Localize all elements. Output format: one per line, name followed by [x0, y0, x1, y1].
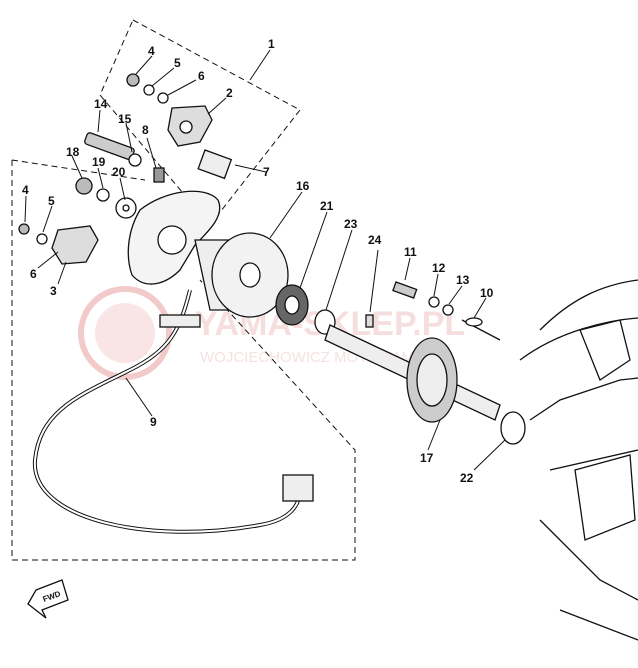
- callout-12: 12: [432, 261, 446, 275]
- small-screw-set: [392, 281, 501, 341]
- callout-21: 21: [320, 199, 334, 213]
- callout-1: 1: [268, 37, 275, 51]
- callout-2: 2: [226, 86, 233, 100]
- wire-harness: [32, 289, 314, 534]
- watermark-logo-inner: [95, 303, 155, 363]
- callout-4b: 4: [22, 183, 29, 197]
- callout-7: 7: [263, 165, 270, 179]
- callout-5b: 5: [48, 194, 55, 208]
- pickup-coil-lower: [18, 223, 99, 265]
- wire-grommet: [159, 314, 201, 328]
- callout-20: 20: [112, 165, 126, 179]
- callout-24: 24: [368, 233, 382, 247]
- callout-5a: 5: [174, 56, 181, 70]
- callout-15: 15: [118, 112, 132, 126]
- callout-11: 11: [404, 245, 417, 259]
- sub-assembly-box-2: [11, 159, 356, 561]
- leader-lines: [24, 49, 506, 471]
- callout-14: 14: [94, 97, 108, 111]
- plate-hole: [157, 225, 187, 255]
- screw-washers-top: [126, 73, 169, 104]
- callout-3: 3: [50, 284, 57, 298]
- callout-6b: 6: [30, 267, 37, 281]
- callout-10: 10: [480, 286, 494, 300]
- brush-block: [197, 149, 233, 180]
- callout-19: 19: [92, 155, 106, 169]
- wire-connector: [282, 474, 314, 502]
- callout-13: 13: [456, 273, 470, 287]
- callout-17: 17: [420, 451, 434, 465]
- callout-23: 23: [344, 217, 358, 231]
- crankcase: [519, 279, 638, 641]
- callout-16: 16: [296, 179, 310, 193]
- nut-washers: [75, 177, 137, 219]
- callout-6a: 6: [198, 69, 205, 83]
- rotor-flywheel: [194, 232, 289, 318]
- callout-8: 8: [142, 123, 149, 137]
- watermark-logo: [78, 286, 172, 380]
- callout-22: 22: [460, 471, 474, 485]
- dowel-pin: [365, 314, 374, 328]
- shaft-gear: [324, 324, 501, 423]
- callout-18: 18: [66, 145, 80, 159]
- callout-9: 9: [150, 415, 157, 429]
- shaft-washer: [500, 411, 526, 445]
- pickup-coil-upper: [167, 105, 213, 147]
- fwd-arrow: FWD: [27, 579, 69, 619]
- callouts: 1 2 3 4 4 5 5 6 6 7 8 9 10 11 12 13 14 1…: [22, 37, 494, 485]
- callout-4a: 4: [148, 44, 155, 58]
- long-bolt: [84, 132, 165, 183]
